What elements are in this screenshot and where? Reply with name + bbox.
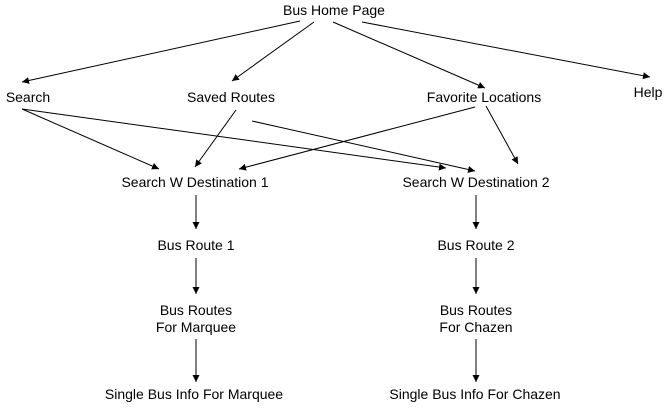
edge-home-to-search bbox=[21, 20, 301, 84]
node-dest1: Search W Destination 1 bbox=[121, 174, 268, 190]
node-search: Search bbox=[6, 89, 50, 105]
edge-saved-to-dest2 bbox=[251, 120, 476, 173]
node-chazen-routes-line-2: For Chazen bbox=[439, 319, 512, 335]
edge-home-to-help bbox=[361, 21, 651, 80]
edge-favorite-to-dest2 bbox=[485, 105, 519, 165]
node-marquee-info: Single Bus Info For Marquee bbox=[105, 386, 283, 402]
node-chazen-info: Single Bus Info For Chazen bbox=[389, 386, 560, 402]
node-home: Bus Home Page bbox=[283, 2, 385, 18]
node-chazen-routes-line-1: Bus Routes bbox=[440, 302, 512, 318]
node-favorite: Favorite Locations bbox=[427, 89, 541, 105]
edge-home-to-favorite bbox=[332, 21, 486, 89]
node-saved: Saved Routes bbox=[187, 89, 275, 105]
node-marquee-routes-line-1: Bus Routes bbox=[160, 302, 232, 318]
edge-search-to-dest2 bbox=[21, 108, 447, 171]
edge-home-to-saved bbox=[231, 21, 315, 82]
edge-saved-to-dest1 bbox=[194, 109, 237, 168]
node-dest2: Search W Destination 2 bbox=[402, 174, 549, 190]
edge-favorite-to-dest1 bbox=[238, 106, 476, 171]
node-route1: Bus Route 1 bbox=[157, 237, 234, 253]
edge-search-to-dest1 bbox=[21, 108, 160, 170]
node-route2: Bus Route 2 bbox=[437, 237, 514, 253]
node-help: Help bbox=[634, 84, 663, 100]
node-marquee-routes-line-2: For Marquee bbox=[156, 319, 236, 335]
